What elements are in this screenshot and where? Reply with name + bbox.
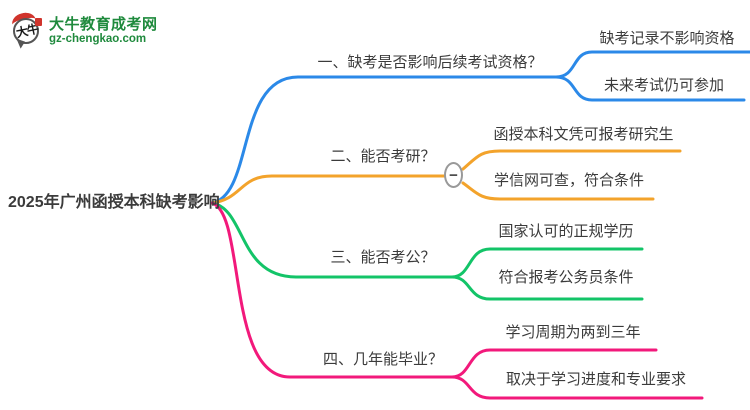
branch-label-3[interactable]: 三、能否考公？ (330, 249, 436, 266)
logo-text-block: 大牛教育成考网 gz-chengkao.com (49, 16, 158, 46)
child-node-3-2[interactable]: 符合报考公务员条件 (498, 269, 634, 286)
branch1-connectors (210, 50, 750, 205)
child-node-4-1[interactable]: 学习周期为两到三年 (505, 324, 641, 341)
child-node-1-1[interactable]: 缺考记录不影响资格 (599, 30, 735, 47)
branch-label-1[interactable]: 一、缺考是否影响后续考试资格？ (317, 54, 543, 71)
branch-label-2[interactable]: 二、能否考研？ (330, 148, 436, 165)
child-node-4-2[interactable]: 取决于学习进度和专业要求 (505, 371, 686, 388)
child-node-1-2[interactable]: 未来考试仍可参加 (603, 77, 724, 94)
logo-bubble-icon: 大牛 (10, 10, 44, 50)
branch2-connectors (210, 149, 682, 205)
branch-label-4[interactable]: 四、几年能毕业？ (322, 351, 443, 368)
branch4-connectors (210, 201, 704, 400)
child-node-2-1[interactable]: 函授本科文凭可报考研究生 (493, 126, 674, 143)
child-node-3-1[interactable]: 国家认可的正规学历 (498, 223, 634, 240)
child-node-2-2[interactable]: 学信网可查，符合条件 (493, 172, 644, 189)
root-topic[interactable]: 2025年广州函授本科缺考影响 (8, 194, 220, 211)
site-name: 大牛教育成考网 (49, 16, 158, 33)
logo-seal-icon (35, 18, 42, 26)
site-logo[interactable]: 大牛 大牛教育成考网 gz-chengkao.com (10, 10, 158, 50)
collapse-button[interactable]: − (444, 162, 463, 188)
site-url: gz-chengkao.com (49, 33, 147, 45)
logo-bubble-circle (13, 18, 39, 44)
branch3-connectors (210, 201, 644, 301)
